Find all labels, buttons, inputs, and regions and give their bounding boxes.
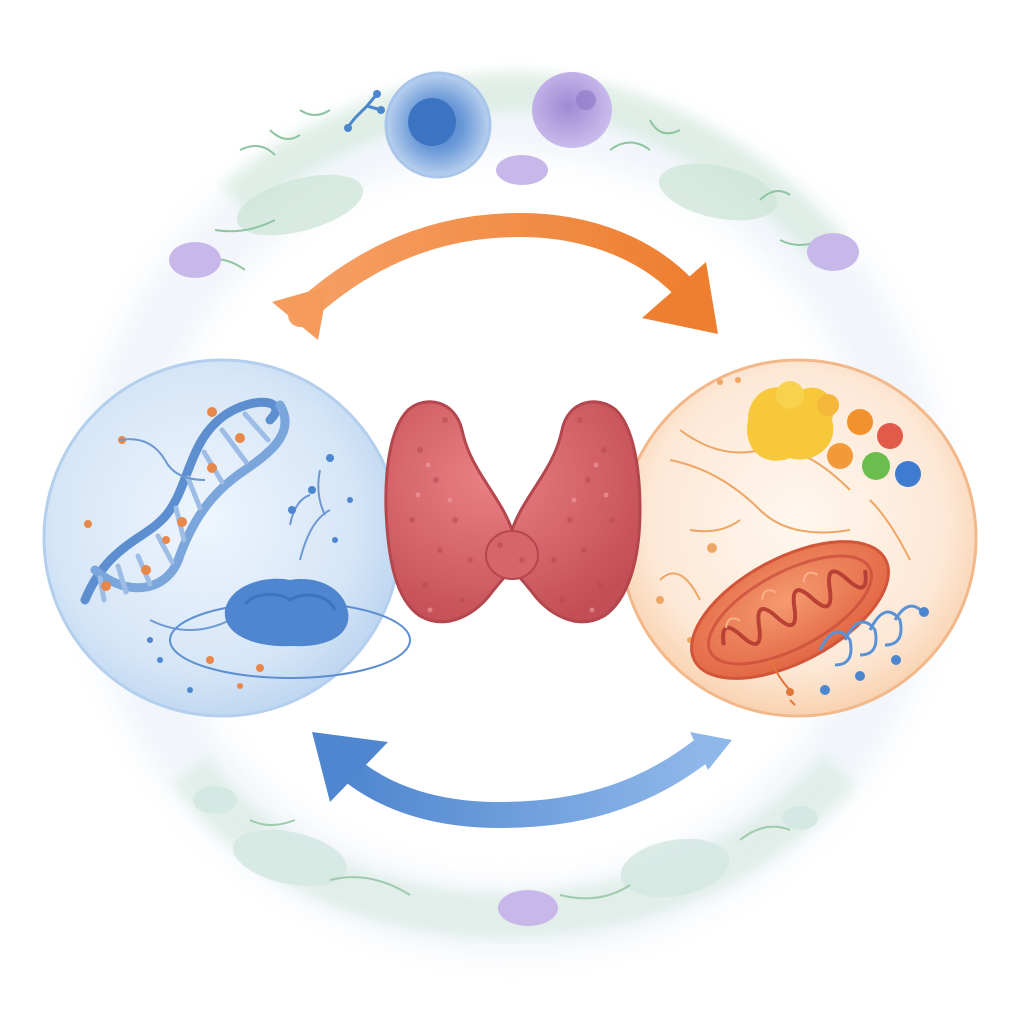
immune-cell-purple-icon bbox=[532, 72, 612, 148]
bottom-ring-tissue-vessels-icon bbox=[171, 755, 857, 938]
tissue-cell-icon bbox=[620, 838, 730, 898]
tissue-cell-icon bbox=[659, 163, 777, 221]
tissue-cell-icon bbox=[782, 806, 818, 830]
cell-nucleus-icon bbox=[169, 578, 411, 679]
top-arrow-clockwise-icon bbox=[272, 212, 718, 340]
mitochondrion-icon bbox=[690, 540, 890, 680]
metabolic-sphere bbox=[618, 358, 978, 718]
immune-cell-purple-icon bbox=[807, 233, 859, 271]
top-ring-immune-cells-icon bbox=[169, 71, 859, 278]
bottom-arrow-return-icon bbox=[312, 732, 732, 829]
molecule-cluster-icon bbox=[747, 381, 921, 487]
immune-cell-purple-icon bbox=[498, 890, 558, 926]
immune-cell-purple-icon bbox=[169, 242, 221, 278]
tissue-cell-icon bbox=[193, 786, 237, 814]
tissue-cell-icon bbox=[236, 174, 364, 236]
thyroid-gland-icon bbox=[384, 400, 642, 624]
tissue-cell-icon bbox=[233, 829, 347, 887]
dna-helix-icon bbox=[80, 397, 290, 605]
immune-cell-purple-icon bbox=[496, 155, 548, 185]
genetic-sphere bbox=[42, 358, 411, 718]
